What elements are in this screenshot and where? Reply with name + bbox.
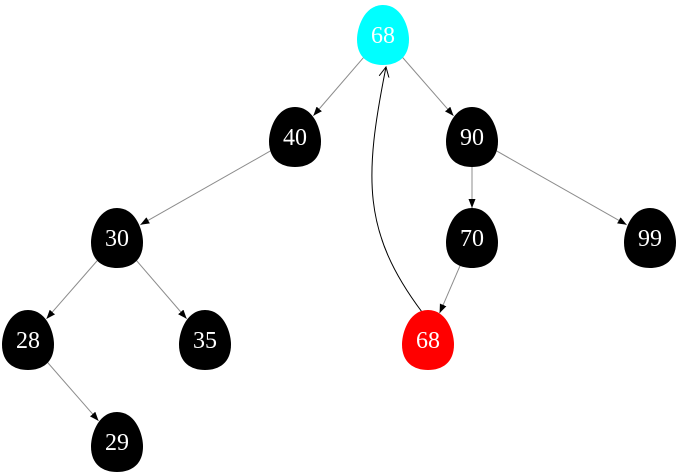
tree-node-n40: 40 <box>269 107 321 167</box>
node-label: 30 <box>105 226 129 252</box>
tree-node-n68new: 68 <box>402 310 454 370</box>
node-shape <box>91 208 143 268</box>
node-shape <box>624 208 676 268</box>
node-label: 99 <box>638 226 662 252</box>
tree-node-n68top: 68 <box>357 5 409 65</box>
node-shape <box>446 208 498 268</box>
edge-n68top-n90 <box>399 54 454 117</box>
node-label: 68 <box>371 23 395 49</box>
node-shape <box>357 5 409 65</box>
node-label: 40 <box>283 125 307 151</box>
tree-node-n30: 30 <box>91 208 143 268</box>
edge-n90-n99 <box>493 148 627 226</box>
node-shape <box>91 412 143 472</box>
edge-n30-n35 <box>133 257 188 320</box>
edges-layer <box>44 54 627 422</box>
node-shape <box>446 107 498 167</box>
pointer-layer <box>371 67 423 313</box>
node-label: 28 <box>16 328 40 354</box>
node-label: 70 <box>460 226 484 252</box>
node-label: 68 <box>416 328 440 354</box>
tree-node-n99: 99 <box>624 208 676 268</box>
edge-n40-n30 <box>140 148 274 226</box>
node-label: 29 <box>105 430 129 456</box>
node-shape <box>269 107 321 167</box>
node-shape <box>179 310 231 370</box>
node-shape <box>402 310 454 370</box>
node-shape <box>2 310 54 370</box>
edge-n28-n29 <box>44 359 99 422</box>
edge-n70-n68new <box>439 262 462 314</box>
tree-node-n28: 28 <box>2 310 54 370</box>
tree-node-n35: 35 <box>179 310 231 370</box>
node-label: 35 <box>193 328 217 354</box>
edge-n68top-n40 <box>312 54 367 117</box>
node-label: 90 <box>460 125 484 151</box>
nodes-layer: 68 40 90 30 70 99 28 35 68 29 <box>2 5 676 472</box>
tree-node-n29: 29 <box>91 412 143 472</box>
edge-n30-n28 <box>46 257 101 320</box>
tree-node-n70: 70 <box>446 208 498 268</box>
tree-node-n90: 90 <box>446 107 498 167</box>
pointer-edge <box>371 67 423 313</box>
